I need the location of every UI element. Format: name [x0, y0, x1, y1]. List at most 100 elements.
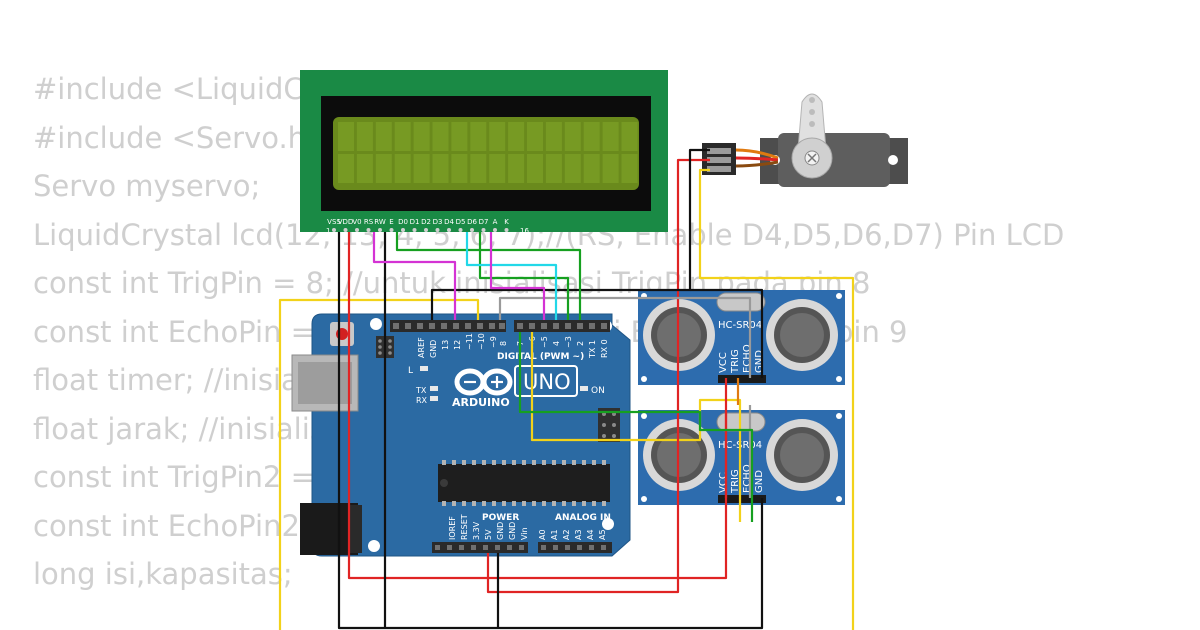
pin-label-a3: A3: [574, 529, 583, 540]
pin-label-rx: RX 0: [600, 339, 609, 358]
wire-green-d5: [478, 232, 570, 320]
lcd-pin[interactable]: [435, 228, 440, 232]
pin-label-8: 8: [499, 341, 508, 346]
lcd-cell: [470, 122, 487, 151]
sensor-2-pin-echo: ECHO: [742, 464, 753, 493]
lcd-cell: [338, 122, 354, 151]
analog-header[interactable]: [538, 542, 612, 553]
wire-green-lcd-e: [395, 232, 582, 320]
lcd-pin[interactable]: [470, 228, 474, 232]
lcd-cell: [602, 154, 619, 183]
lcd-pin[interactable]: [504, 228, 509, 232]
lcd-cell: [451, 122, 468, 151]
lcd-cell: [545, 122, 562, 151]
sensor-2-pin-gnd: GND: [754, 470, 765, 493]
pin-label-aref: AREF: [417, 337, 426, 358]
lcd-pin[interactable]: [389, 228, 394, 232]
lcd-cell: [564, 154, 581, 183]
pin-label-4: 4: [552, 341, 561, 346]
atmega-chip: [438, 464, 610, 502]
arduino-uno-board[interactable]: AREF GND 13 12 ~11 ~10 ~9 8 7 ~6 ~5 4 ~3…: [291, 313, 631, 557]
lcd-pin[interactable]: [458, 228, 463, 232]
code-line: long isi,kapasitas;: [33, 557, 293, 591]
lcd-pin-label: E: [389, 218, 393, 226]
lcd-pin-label: VSS: [327, 218, 341, 226]
wire-green-sensor: [518, 332, 754, 522]
lcd-pin[interactable]: [481, 228, 486, 232]
lcd-pin[interactable]: [412, 228, 417, 232]
sensor-2-pin-trig: TRIG: [730, 469, 741, 494]
arduino-infinity-logo: [454, 368, 513, 396]
lcd-pin[interactable]: [355, 228, 359, 232]
lcd-pin-label: D5: [456, 218, 466, 226]
lcd-pin-label: D3: [433, 218, 443, 226]
servo-motor-icon[interactable]: [760, 93, 908, 187]
digital-header-2[interactable]: [514, 320, 610, 332]
pin-label-reset: RESET: [460, 514, 469, 540]
pin-label-3: ~3: [564, 336, 573, 348]
lcd-cell: [583, 154, 600, 183]
lcd-pin[interactable]: [401, 228, 405, 232]
pin-label-vin: Vin: [520, 527, 529, 540]
pin-label-gnd: GND: [429, 340, 438, 358]
lcd-cell: [432, 122, 449, 151]
lcd-pin[interactable]: [493, 228, 497, 232]
ultrasonic-sensor-1[interactable]: HC-SR04 VCC TRIG ECHO GND: [638, 290, 845, 385]
lcd-cell: [489, 154, 506, 183]
lcd-pin[interactable]: [447, 228, 451, 232]
lcd-cell: [394, 154, 411, 183]
power-label: POWER: [482, 513, 519, 523]
led-l-label: L: [408, 366, 413, 376]
pin-label-5: ~5: [540, 336, 549, 348]
lcd-cell: [470, 154, 487, 183]
lcd-cell: [432, 154, 449, 183]
wire-black-sensor1: [690, 288, 764, 378]
lcd-cell: [356, 122, 373, 151]
lcd-pin-label: RS: [364, 218, 374, 226]
lcd-cell: [508, 154, 525, 183]
lcd-cell: [451, 154, 468, 183]
lcd-pin-label: V0: [352, 218, 361, 226]
lcd-pin[interactable]: [424, 228, 428, 232]
pin-label-ioref: IOREF: [448, 516, 457, 540]
lcd-cell: [375, 122, 392, 151]
lcd-pin-last: 16: [520, 227, 529, 235]
lcd-pin[interactable]: [332, 228, 336, 232]
board-brand: ARDUINO: [452, 396, 510, 409]
pin-label-a1: A1: [550, 529, 559, 540]
pin-label-a4: A4: [586, 529, 595, 540]
lcd-cell: [583, 122, 600, 151]
lcd-pin-label: A: [493, 218, 498, 226]
lcd-pin[interactable]: [378, 228, 382, 232]
lcd-pin-label: D4: [444, 218, 454, 226]
led-rx-label: RX: [416, 396, 428, 405]
lcd-pin-label: D1: [410, 218, 420, 226]
sensor-1-label: HC-SR04: [718, 320, 762, 331]
lcd-pin-label: K: [504, 218, 509, 226]
pin-label-10: ~10: [477, 333, 486, 350]
ultrasonic-sensor-2[interactable]: HC-SR04 VCC TRIG ECHO GND: [638, 410, 845, 505]
pin-label-9: ~9: [489, 336, 498, 348]
wire-red-lcd: [347, 232, 728, 580]
sensor-2-pin-vcc: VCC: [718, 472, 729, 493]
pin-label-a0: A0: [538, 529, 547, 540]
lcd-pin[interactable]: [366, 228, 371, 232]
code-line: Servo myservo;: [33, 169, 261, 203]
lcd-cell: [338, 154, 354, 183]
sensor-1-pin-gnd: GND: [754, 350, 765, 373]
lcd-cell: [527, 154, 543, 183]
pin-label-a2: A2: [562, 529, 571, 540]
lcd-cell: [508, 122, 525, 151]
sensor-1-pin-echo: ECHO: [742, 344, 753, 373]
power-header[interactable]: [432, 542, 528, 553]
pin-label-tx: TX 1: [588, 340, 597, 359]
lcd-pin[interactable]: [343, 228, 348, 232]
pin-label-5v: 5V: [484, 529, 493, 540]
pin-label-12: 12: [453, 340, 462, 350]
board-model: UNO: [523, 370, 571, 394]
wire-red-servo: [486, 158, 710, 594]
lcd-cell: [489, 122, 506, 151]
